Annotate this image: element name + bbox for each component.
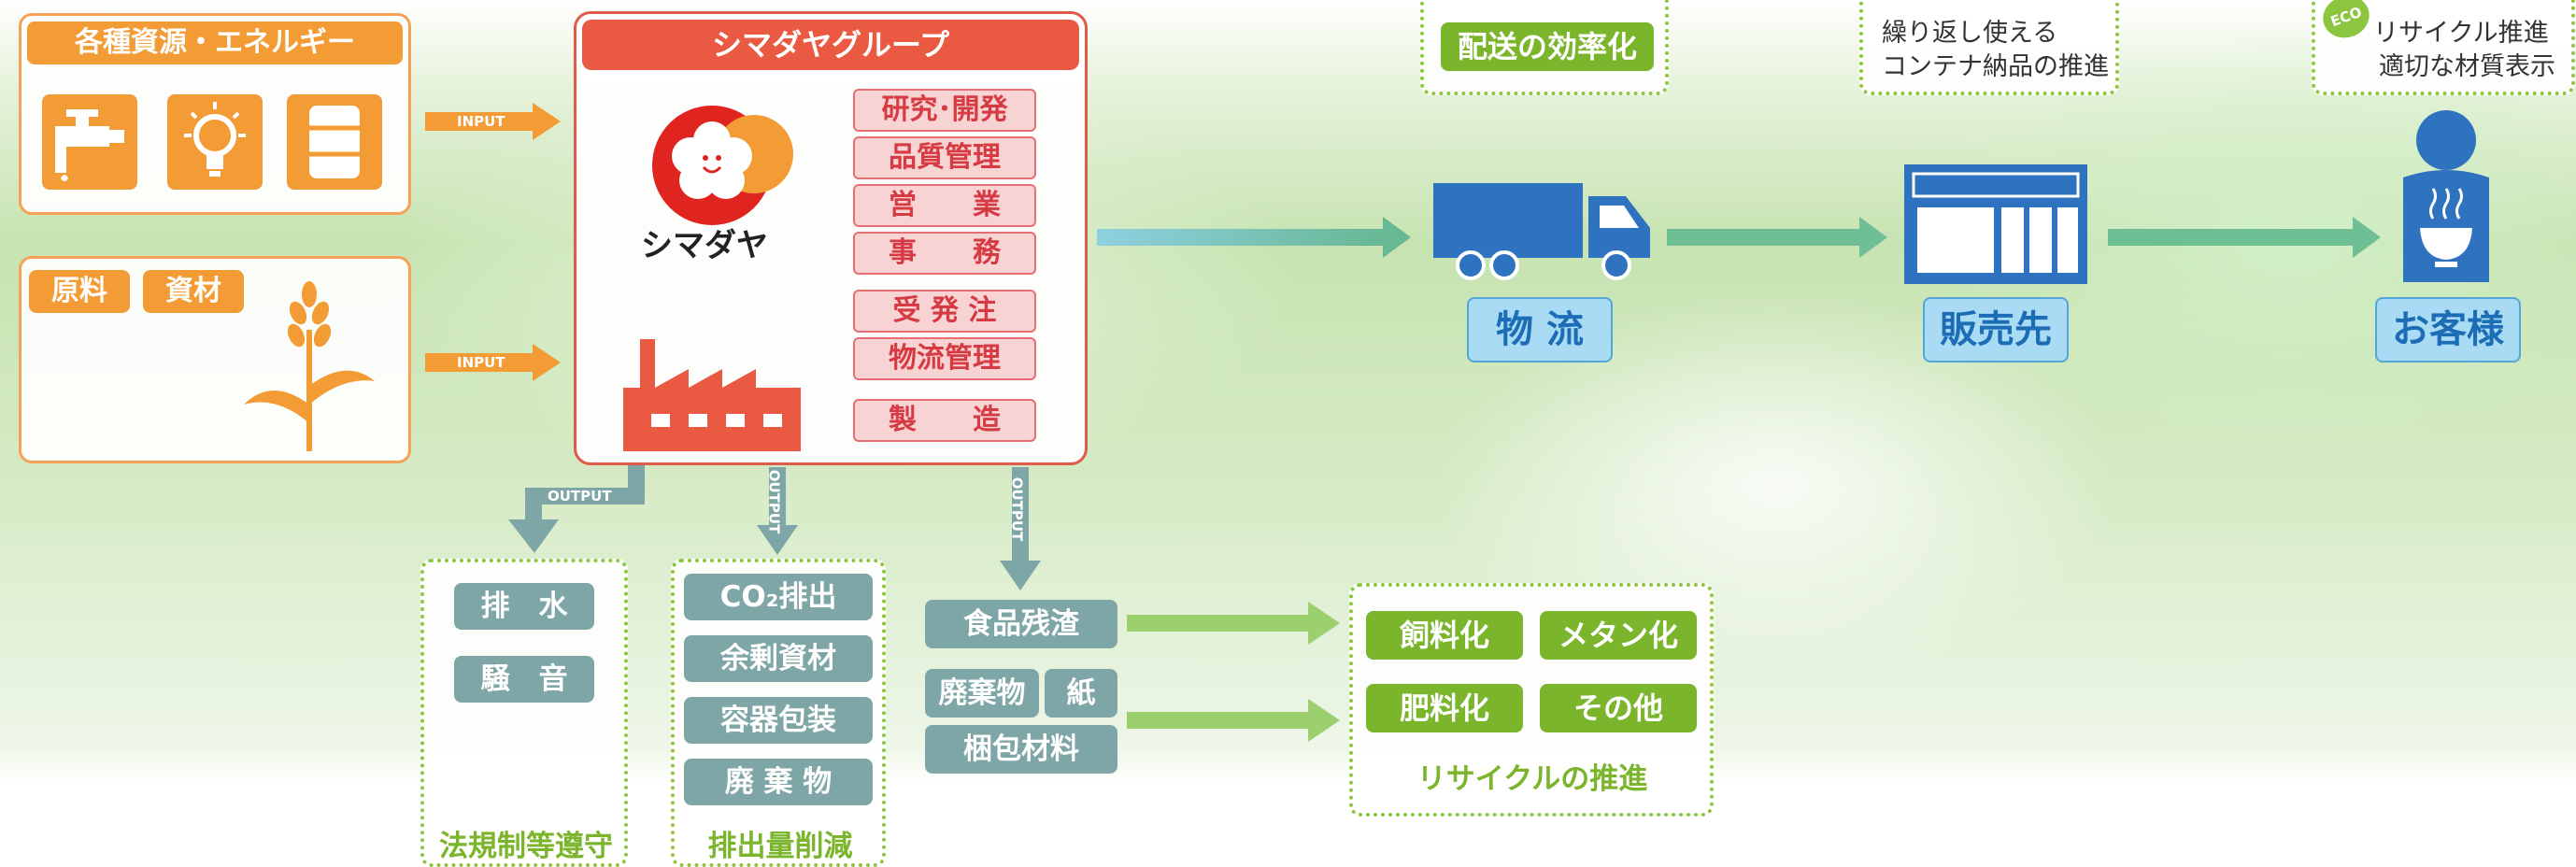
dept-manufacturing: 製 造 [853, 399, 1036, 442]
compliance-item-drainage: 排 水 [454, 583, 594, 630]
input-label-2: INPUT [457, 354, 505, 371]
logistics-label: 物 流 [1467, 297, 1613, 362]
reduction-item-surplus: 余剰資材 [684, 635, 873, 682]
eco-badge: ECO [2316, 0, 2376, 45]
reduction-caption: 排出量削減 [707, 830, 853, 863]
delivery-tag: 配送の効率化 [1441, 22, 1654, 71]
dept-admin: 事 務 [853, 232, 1036, 275]
recycling-item-methane: メタン化 [1540, 611, 1697, 660]
customer-icon [2398, 108, 2495, 286]
dept-logistics: 物流管理 [853, 337, 1036, 380]
shimadaya-group-box: シマダヤグループ シマダヤ 研究･開発 品質管理 営 業 事 務 受 発 注 [574, 11, 1088, 465]
store-icon [1904, 164, 2087, 284]
flow-arrow-1 [1097, 217, 1411, 258]
output-label-3: OUTPUT [1008, 476, 1026, 542]
resources-title: 各種資源・エネルギー [27, 21, 403, 64]
compliance-caption: 法規制等遵守 [439, 830, 613, 863]
input-label-1: INPUT [457, 113, 505, 130]
input-arrow-2: INPUT [425, 344, 561, 381]
container-note-line2: コンテナ納品の推進 [1882, 52, 2109, 81]
raw-material-tag: 原料 [29, 270, 130, 313]
logo-text: シマダヤ [641, 227, 768, 264]
compliance-box: 排 水 騒 音 法規制等遵守 [420, 559, 628, 867]
compliance-item-noise: 騒 音 [454, 656, 594, 703]
recycling-caption: リサイクルの推進 [1416, 762, 1648, 796]
flow-arrow-2 [1667, 217, 1887, 258]
retailer-label: 販売先 [1923, 297, 2069, 362]
dept-rnd: 研究･開発 [853, 89, 1036, 132]
group-title: シマダヤグループ [582, 20, 1079, 70]
recycling-item-fertilizer: 肥料化 [1366, 684, 1523, 732]
recycling-box: 飼料化 メタン化 肥料化 その他 リサイクルの推進 [1349, 583, 1714, 817]
recycle-note: ECO リサイクル推進 適切な材質表示 [2312, 0, 2575, 95]
dept-orders: 受 発 注 [853, 290, 1036, 333]
recycle-arrow-2 [1127, 699, 1340, 742]
reduction-box: CO₂排出 余剰資材 容器包装 廃 棄 物 排出量削減 [671, 559, 886, 867]
factory-icon [623, 332, 810, 453]
output-arrow-1: OUTPUT [501, 465, 650, 555]
resources-box: 各種資源・エネルギー [19, 13, 411, 215]
materials-box: 原料 資材 [19, 256, 411, 463]
dept-quality: 品質管理 [853, 136, 1036, 179]
supplies-tag: 資材 [143, 270, 244, 313]
dept-sales: 営 業 [853, 184, 1036, 227]
oil-drum-icon [287, 94, 382, 190]
shimadaya-logo: シマダヤ [623, 98, 801, 266]
output-label-1: OUTPUT [548, 488, 612, 505]
output-arrow-2: OUTPUT [757, 467, 798, 557]
reduction-item-co2: CO₂排出 [684, 574, 873, 620]
output-label-2: OUTPUT [765, 469, 783, 534]
input-arrow-1: INPUT [425, 103, 561, 140]
faucet-icon [42, 94, 137, 190]
customer-label: お客様 [2375, 297, 2521, 362]
waste-packing: 梱包材料 [925, 725, 1117, 774]
container-note: 繰り返し使える コンテナ納品の推進 [1859, 0, 2119, 95]
container-note-line1: 繰り返し使える [1882, 19, 2058, 48]
output-arrow-3: OUTPUT [1000, 467, 1041, 592]
waste-general: 廃棄物 [925, 669, 1039, 718]
reduction-item-waste: 廃 棄 物 [684, 759, 873, 805]
flow-arrow-3 [2108, 217, 2381, 258]
waste-paper: 紙 [1045, 669, 1117, 718]
delivery-note: 配送の効率化 [1420, 0, 1669, 95]
recycling-item-feed: 飼料化 [1366, 611, 1523, 660]
truck-icon [1433, 174, 1654, 284]
recycle-note-line2: 適切な材質表示 [2379, 52, 2555, 81]
reduction-item-packaging: 容器包装 [684, 697, 873, 744]
recycling-item-other: その他 [1540, 684, 1697, 732]
recycle-note-line1: リサイクル推進 [2373, 19, 2549, 48]
waste-food-residue: 食品残渣 [925, 600, 1117, 648]
wheat-icon [235, 264, 384, 461]
lightbulb-icon [167, 94, 263, 190]
recycle-arrow-1 [1127, 602, 1340, 645]
